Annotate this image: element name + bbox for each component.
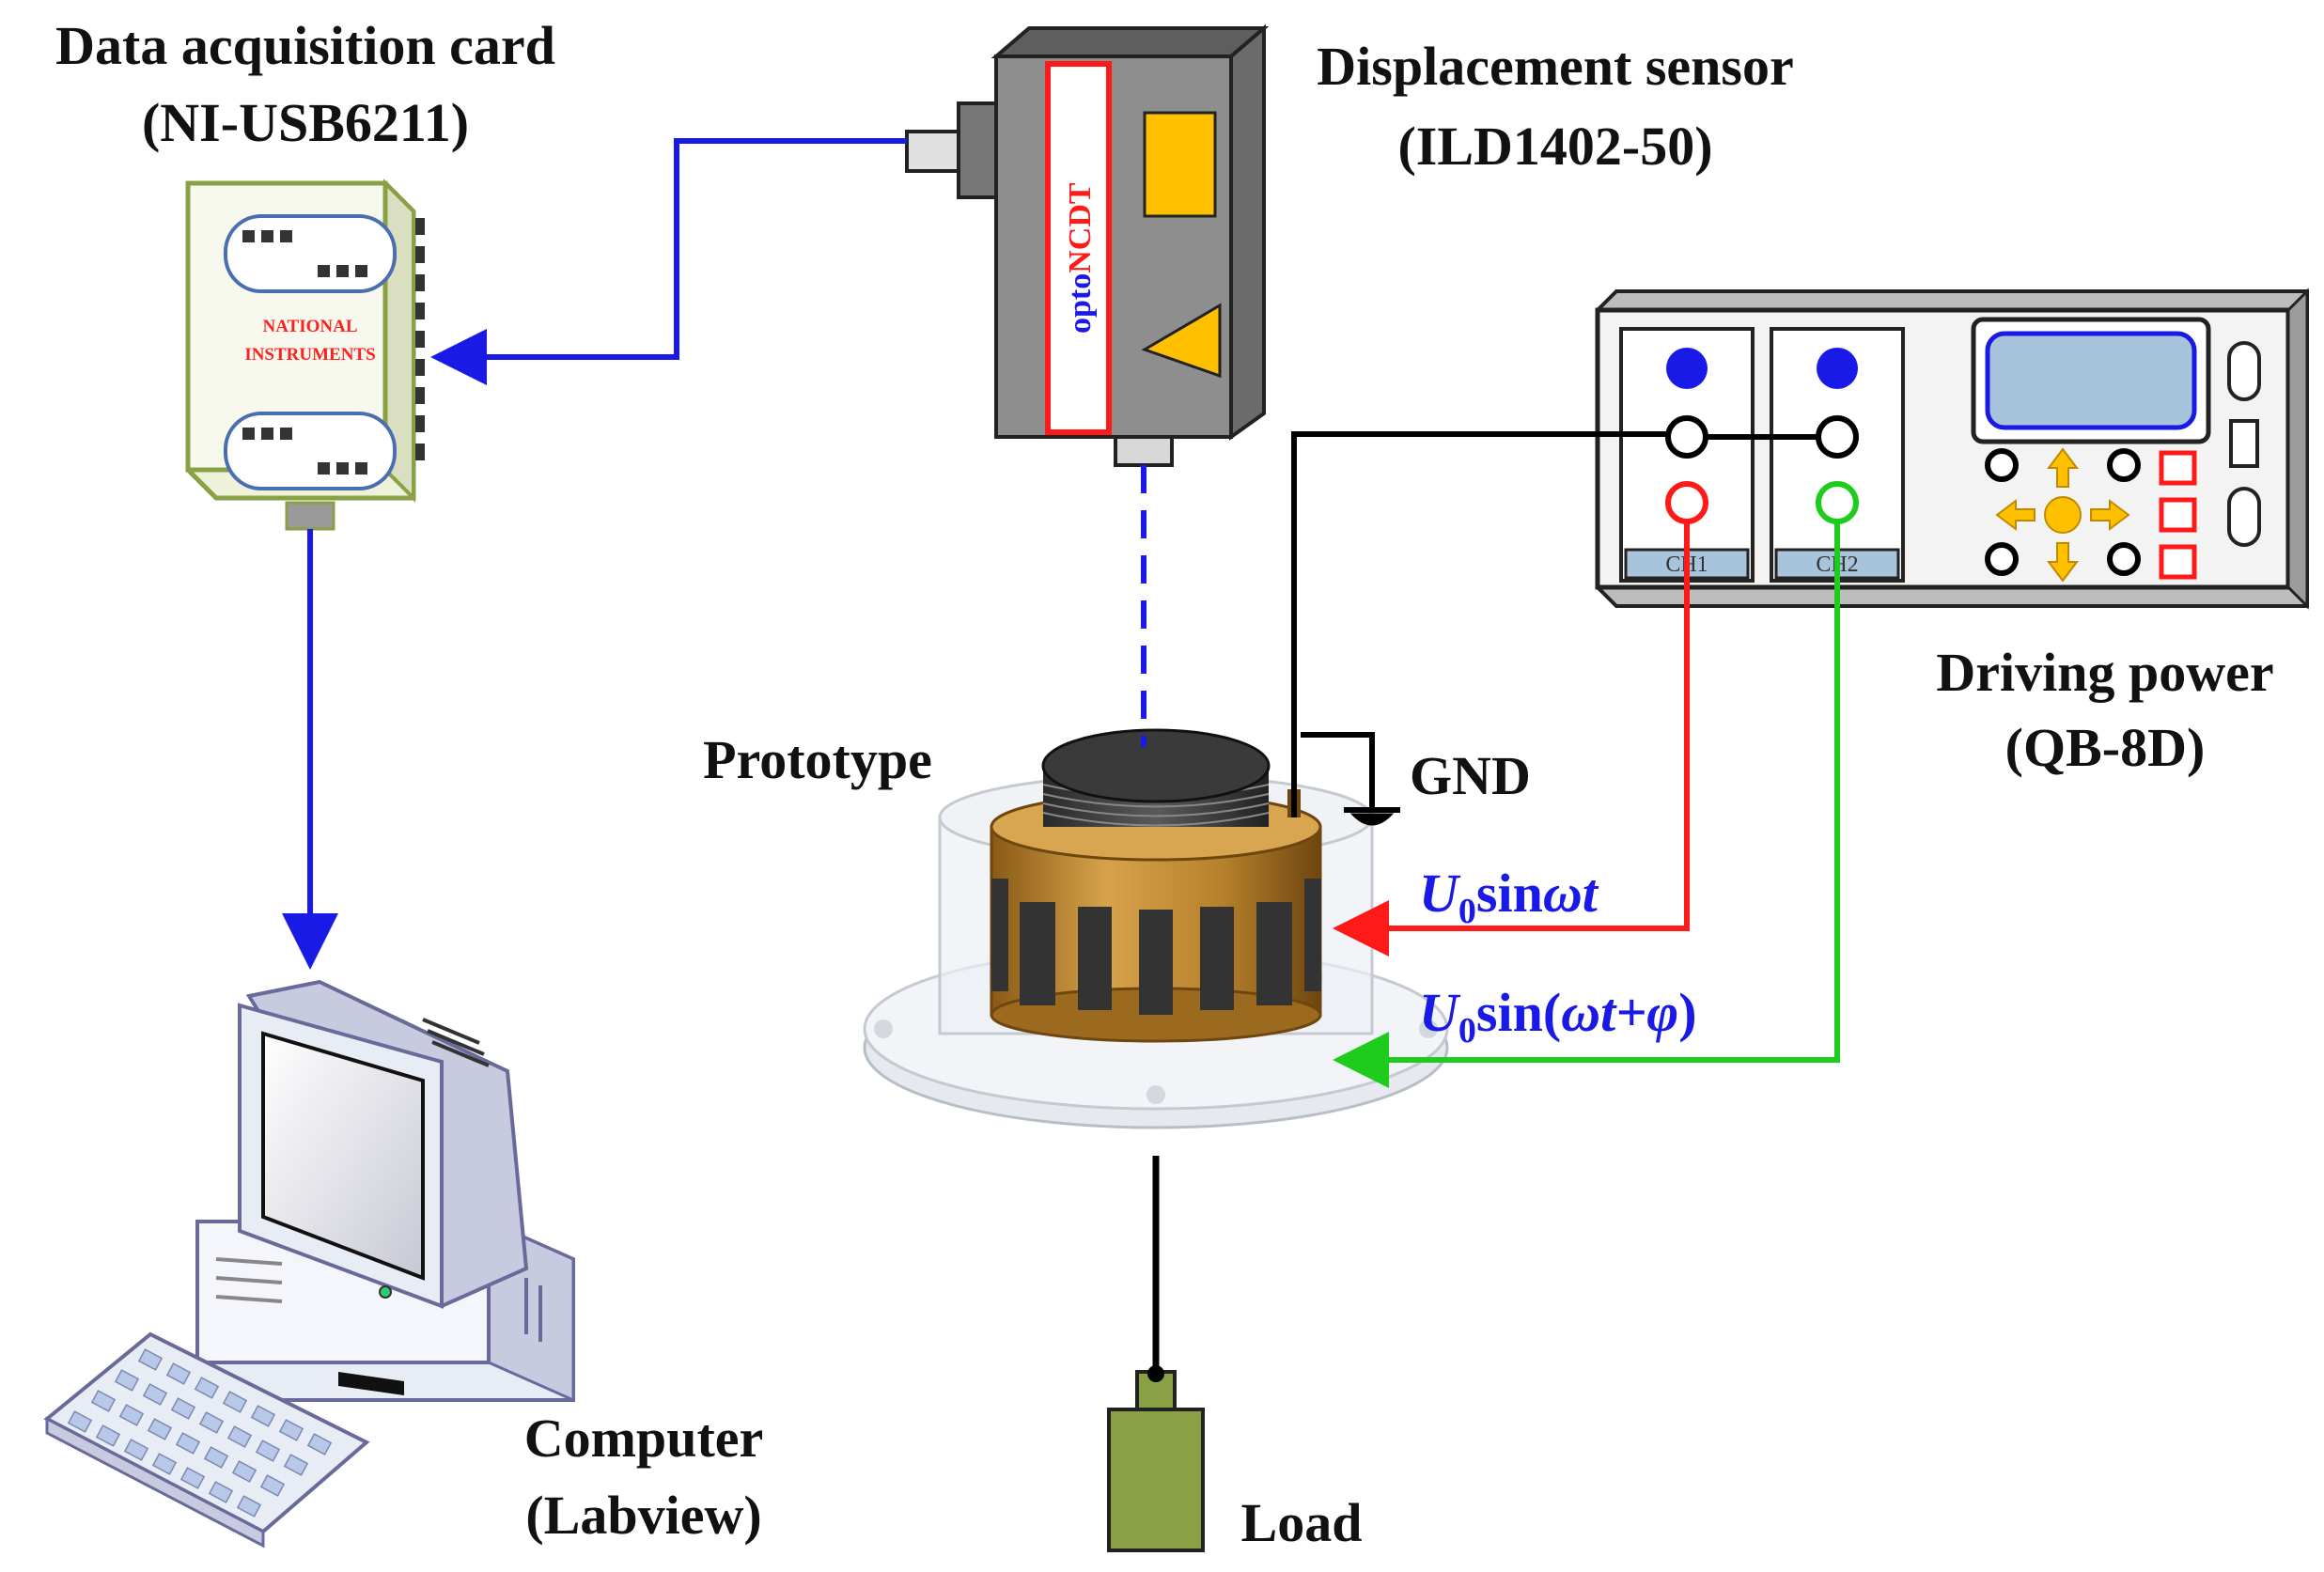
computer-title: Computer	[524, 1408, 764, 1469]
computer-drive-slot	[338, 1372, 404, 1395]
computer-screen	[261, 1031, 425, 1281]
ch2-led	[1817, 348, 1858, 389]
sensor-window	[1143, 111, 1217, 218]
sensor-to-daq-cable	[430, 138, 907, 385]
sensor-cable-plug	[905, 130, 960, 173]
ch2-drive-wire	[1333, 521, 1840, 1088]
sensor-triangle-indicator	[1141, 303, 1222, 379]
wiring	[282, 138, 1840, 1382]
displacement-sensor: optoNCDT	[905, 23, 1270, 467]
ch1-common-terminal	[1665, 415, 1708, 459]
ch1-led	[1666, 348, 1708, 389]
daq-card: NATIONAL INSTRUMENTS	[185, 179, 425, 531]
driver-switch	[2229, 419, 2259, 468]
sensor-model: (ILD1402-50)	[1397, 116, 1712, 177]
daq-side-pins	[415, 218, 425, 460]
sensor-laser-port	[1114, 435, 1174, 467]
load-weight	[1107, 1370, 1205, 1552]
daq-title: Data acquisition card	[55, 15, 555, 76]
driving-power-unit: CH1 CH2	[1595, 288, 2309, 610]
driver-knob-top	[2227, 341, 2261, 401]
load-body	[1107, 1408, 1205, 1552]
ch2-common-terminal	[1816, 415, 1859, 459]
sensor-logo: optoNCDT	[1063, 182, 1098, 334]
computer	[43, 979, 575, 1549]
prototype-motor	[863, 728, 1449, 1129]
load-label: Load	[1241, 1492, 1363, 1553]
daq-usb-port	[285, 501, 335, 531]
computer-power-led	[379, 1285, 392, 1299]
daq-logo-line1: NATIONAL	[263, 317, 358, 336]
daq-connector-top	[224, 214, 397, 293]
ch2-output-terminal	[1816, 481, 1859, 524]
ch1-drive-wire	[1333, 521, 1690, 957]
gnd-symbol	[1301, 732, 1375, 810]
driver-model: (QB-8D)	[2005, 717, 2206, 778]
prototype-piezo-patches	[991, 879, 1321, 1015]
common-ground-wire	[1291, 431, 1668, 817]
prototype-label: Prototype	[703, 729, 932, 790]
computer-model: (Labview)	[525, 1485, 761, 1546]
driver-keypad-center	[2044, 496, 2082, 534]
keyboard-keys	[67, 1348, 333, 1518]
daq-model: (NI-USB6211)	[142, 92, 469, 153]
driver-knob-bottom	[2227, 487, 2261, 547]
daq-connector-bottom	[224, 412, 397, 490]
driver-display	[1985, 331, 2197, 430]
ch2-signal-label: U0sin(ωt+φ)	[1419, 982, 1697, 1051]
sensor-title: Displacement sensor	[1317, 36, 1793, 97]
driver-keypad-arrows	[1995, 447, 2130, 583]
driver-title: Driving power	[1936, 642, 2273, 703]
daq-logo-line2: INSTRUMENTS	[244, 345, 375, 365]
ch1-signal-label: U0sinωt	[1419, 863, 1599, 931]
ch1-output-terminal	[1665, 481, 1708, 524]
gnd-label: GND	[1410, 745, 1531, 806]
sensor-label-plate	[1045, 61, 1112, 435]
